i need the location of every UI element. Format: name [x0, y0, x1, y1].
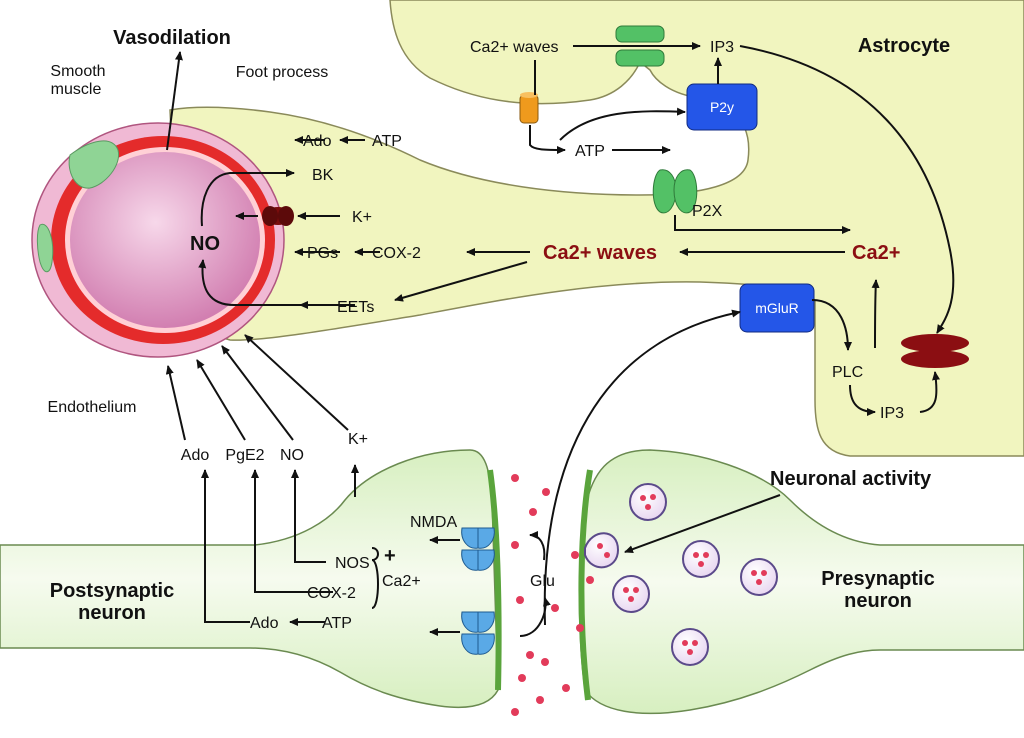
nmda-receptor-top — [461, 527, 495, 571]
p2x-label: P2X — [692, 203, 723, 220]
ca2-astrocyte-label: Ca2+ — [852, 242, 900, 264]
pgs-label: PGs — [307, 245, 338, 262]
enzyme-bracket — [371, 547, 379, 609]
no-bottom-label: NO — [280, 447, 304, 464]
glu-label: Glu — [530, 573, 555, 590]
atp-astrocyte-label: ATP — [575, 143, 605, 160]
atp-post-label: ATP — [322, 615, 352, 632]
k-channel-vessel — [262, 206, 294, 226]
postsynaptic-density — [487, 469, 502, 691]
no-center-label: NO — [190, 233, 220, 255]
synaptic-vesicles — [584, 483, 778, 666]
ado-post-label: Ado — [250, 615, 279, 632]
p2y-receptor: P2y — [686, 83, 758, 131]
ca-post-label: Ca2+ — [382, 573, 421, 590]
presynaptic-label-1: Presynaptic — [821, 568, 934, 590]
postsynaptic-label-2: neuron — [78, 602, 146, 624]
astrocyte-label: Astrocyte — [858, 35, 950, 57]
ado-label: Ado — [303, 133, 332, 150]
postsynaptic-label-1: Postsynaptic — [50, 580, 174, 602]
ca-waves-small-label: Ca2+ waves — [470, 39, 559, 56]
k-plus-label: K+ — [352, 209, 372, 226]
mglur-label: mGluR — [755, 300, 799, 316]
postsynaptic-neuron — [0, 449, 499, 709]
orange-channel — [519, 92, 539, 124]
nmda-label: NMDA — [410, 514, 457, 531]
ip3-receptor — [901, 334, 969, 368]
pathway-arrows — [165, 42, 955, 637]
cox2-label: COX-2 — [372, 245, 421, 262]
plus-sign: + — [384, 545, 396, 567]
vesicle-contents — [597, 494, 767, 655]
bk-label: BK — [312, 167, 334, 184]
nmda-receptor-bottom — [461, 611, 495, 655]
p2x-channel — [652, 169, 698, 214]
foot-process-label: Foot process — [236, 64, 328, 81]
cox2-bottom-label: COX-2 — [307, 585, 356, 602]
ado-bottom-label: Ado — [181, 447, 210, 464]
k-bottom-label: K+ — [348, 431, 368, 448]
smooth-muscle-label-2: muscle — [51, 81, 102, 98]
gap-junction-channel — [615, 25, 665, 67]
plc-label: PLC — [832, 364, 863, 381]
vasodilation-label: Vasodilation — [113, 27, 231, 49]
endothelium-label: Endothelium — [48, 399, 137, 416]
glutamate-molecules — [511, 474, 594, 716]
atp-label: ATP — [372, 133, 402, 150]
eets-label: EETs — [337, 299, 374, 316]
ca-waves-main-label: Ca2+ waves — [543, 242, 657, 264]
ip3-label-bottom: IP3 — [880, 405, 904, 422]
blood-vessel — [31, 122, 285, 358]
mglur-receptor: mGluR — [739, 283, 815, 333]
neuronal-activity-label: Neuronal activity — [770, 468, 932, 490]
p2y-label: P2y — [710, 99, 734, 115]
pge2-label: PgE2 — [225, 447, 264, 464]
presynaptic-label-2: neuron — [844, 590, 912, 612]
ip3-label-top: IP3 — [710, 39, 734, 56]
nos-label: NOS — [335, 555, 370, 572]
astrocyte-body — [169, 0, 1024, 457]
presynaptic-membrane — [578, 469, 593, 701]
smooth-muscle-label-1: Smooth — [50, 63, 105, 80]
